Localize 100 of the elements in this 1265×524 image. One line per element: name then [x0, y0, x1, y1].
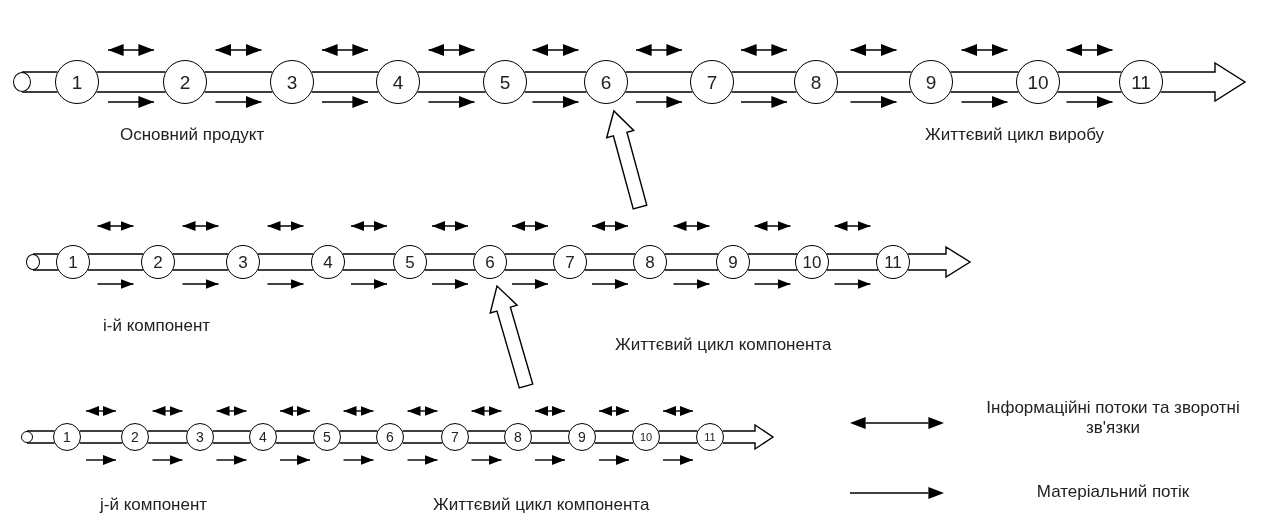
material-flow-arrow [96, 279, 135, 289]
stage-circle: 11 [1119, 60, 1163, 104]
tube-segment [504, 253, 556, 271]
information-flow-arrow [753, 221, 792, 231]
stage-circle: 1 [55, 60, 99, 104]
material-flow-arrow [151, 455, 184, 465]
material-flow-arrow [960, 96, 1009, 108]
stage-circle: 3 [270, 60, 314, 104]
tube-segment [747, 253, 798, 271]
material-flow-arrow [1065, 96, 1114, 108]
information-flow-arrow [85, 406, 117, 416]
tube-segment [203, 71, 274, 93]
stage-circle: 11 [696, 423, 724, 451]
material-flow-arrow [534, 455, 566, 465]
tube-segment [257, 253, 314, 271]
information-flow-arrow [531, 44, 580, 56]
stage-circle: 10 [632, 423, 660, 451]
tube-segment [529, 430, 571, 444]
legend-text: Матеріальний потік [1035, 482, 1191, 502]
tube-segment [1056, 71, 1123, 93]
transfer-arrow [489, 284, 534, 389]
stage-circle: 7 [441, 423, 469, 451]
material-flow-arrow [214, 96, 263, 108]
material-flow-arrow [431, 279, 469, 289]
information-flow-arrow [470, 406, 503, 416]
material-flow-arrow [427, 96, 476, 108]
tube-arrow [907, 245, 972, 279]
material-flow-arrow [849, 96, 898, 108]
information-flow-arrow [427, 44, 476, 56]
legend-text: Інформаційні потоки та зворотні зв'язки [985, 398, 1241, 438]
product-label: Основний продукт [120, 125, 265, 145]
material-flow-arrow [635, 96, 683, 108]
information-flow-arrow [96, 221, 135, 231]
tube-segment [32, 253, 59, 271]
tube-segment [26, 430, 56, 444]
material-flow-arrow [591, 279, 629, 289]
information-flow-arrow [181, 221, 220, 231]
tube-arrow [1159, 61, 1247, 103]
stage-circle: 8 [794, 60, 838, 104]
tube-end-ellipse [26, 254, 40, 270]
information-flow-arrow [960, 44, 1009, 56]
material-flow-arrow [833, 279, 872, 289]
transfer-arrow [605, 109, 648, 210]
material-flow-arrow [215, 455, 248, 465]
component-label: і-й компонент [103, 316, 211, 336]
component-label: j-й компонент [100, 495, 208, 515]
material-flow-arrow [662, 455, 694, 465]
material-flow-arrow [181, 279, 220, 289]
stage-circle: 3 [186, 423, 214, 451]
material-flow-arrow [531, 96, 580, 108]
material-flow-arrow [350, 279, 388, 289]
information-flow-arrow [350, 221, 388, 231]
tube-segment [584, 253, 636, 271]
tube-segment [730, 71, 798, 93]
information-flow-arrow [833, 221, 872, 231]
tube-segment [416, 71, 487, 93]
material-flow-arrow [406, 455, 439, 465]
stage-circle: 6 [473, 245, 507, 279]
information-flow-arrow [279, 406, 311, 416]
material-flow-arrow [511, 279, 549, 289]
information-flow-arrow [107, 44, 155, 56]
tube-segment [342, 253, 396, 271]
stage-circle: 9 [716, 245, 750, 279]
material-flow-arrow [598, 455, 630, 465]
information-flow-arrow [151, 406, 184, 416]
stage-circle: 4 [376, 60, 420, 104]
information-flow-arrow [215, 406, 248, 416]
tube-end-ellipse [21, 431, 33, 443]
tube-segment [87, 253, 144, 271]
information-flow-arrow [214, 44, 263, 56]
tube-segment [172, 253, 229, 271]
information-flow-arrow [849, 44, 898, 56]
stage-circle: 7 [690, 60, 734, 104]
stage-circle: 4 [249, 423, 277, 451]
material-flow-arrow [753, 279, 792, 289]
stage-circle: 10 [1016, 60, 1060, 104]
tube-segment [624, 71, 694, 93]
stage-circle: 5 [483, 60, 527, 104]
information-flow-arrow [591, 221, 629, 231]
information-flow-arrow [266, 221, 305, 231]
lifecycle-label: Життєвий цикл компонента [615, 335, 832, 355]
information-flow-arrow [635, 44, 683, 56]
stage-circle: 8 [633, 245, 667, 279]
stage-circle: 11 [876, 245, 910, 279]
material-flow-arrow [266, 279, 305, 289]
information-flow-arrow [1065, 44, 1114, 56]
stage-circle: 5 [393, 245, 427, 279]
information-flow-arrow [511, 221, 549, 231]
stage-circle: 2 [141, 245, 175, 279]
tube-segment [274, 430, 316, 444]
stage-circle: 9 [568, 423, 596, 451]
information-flow-arrow [534, 406, 566, 416]
tube-segment [78, 430, 124, 444]
information-flow-arrow [406, 406, 439, 416]
stage-circle: 4 [311, 245, 345, 279]
stage-circle: 1 [53, 423, 81, 451]
material-flow-arrow [740, 96, 788, 108]
tube-segment [95, 71, 167, 93]
stage-circle: 9 [909, 60, 953, 104]
information-flow-arrow [431, 221, 469, 231]
